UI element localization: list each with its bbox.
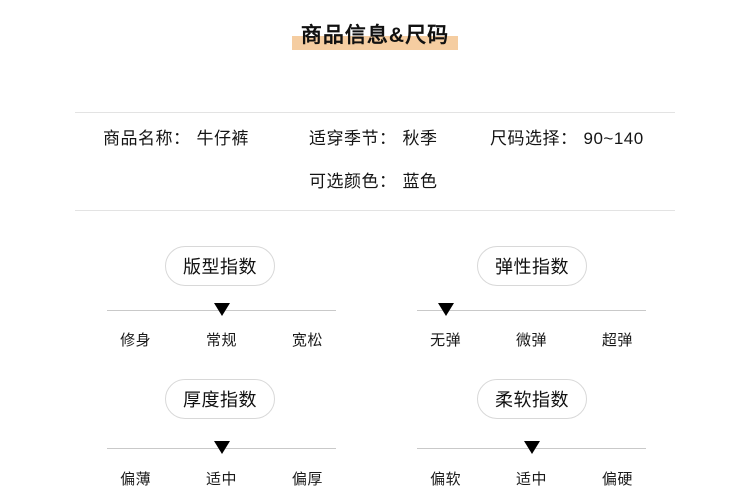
option-label: 偏厚 xyxy=(291,471,323,488)
marker-triangle-icon xyxy=(523,441,540,454)
index-pill-thickness: 厚度指数 xyxy=(165,379,275,419)
option-label: 微弹 xyxy=(515,332,548,349)
option-label: 超弹 xyxy=(601,332,633,349)
option-label: 无弹 xyxy=(430,332,462,349)
marker-triangle-icon xyxy=(213,303,230,316)
field-value: 90~140 xyxy=(583,129,644,148)
option-label: 宽松 xyxy=(291,332,323,349)
elasticity-options: 无弹 微弹 超弹 xyxy=(417,329,646,349)
index-pill-softness: 柔软指数 xyxy=(477,379,587,419)
field-size-range: 尺码选择： 90~140 xyxy=(490,129,644,149)
option-label: 偏硬 xyxy=(601,471,633,488)
field-value: 秋季 xyxy=(402,129,438,148)
field-label: 可选颜色 xyxy=(309,172,379,191)
field-value: 牛仔裤 xyxy=(196,129,249,148)
field-separator: ： xyxy=(379,129,397,148)
thickness-options: 偏薄 适中 偏厚 xyxy=(107,468,336,488)
divider-top xyxy=(75,112,675,113)
option-label: 适中 xyxy=(515,471,548,488)
index-pill-label: 版型指数 xyxy=(183,257,257,277)
field-label: 适穿季节 xyxy=(309,129,379,148)
field-label: 商品名称 xyxy=(103,129,173,148)
fit-options: 修身 常规 宽松 xyxy=(107,329,336,349)
index-pill-label: 厚度指数 xyxy=(183,390,257,410)
elasticity-scale xyxy=(417,303,646,316)
field-separator: ： xyxy=(173,129,191,148)
index-pill-label: 弹性指数 xyxy=(495,257,569,277)
field-product-name: 商品名称： 牛仔裤 xyxy=(103,129,249,149)
field-separator: ： xyxy=(379,172,397,191)
softness-scale xyxy=(417,441,646,454)
fit-scale xyxy=(107,303,336,316)
section-title: 商品信息&尺码 xyxy=(291,24,459,50)
option-label: 修身 xyxy=(120,332,152,349)
softness-options: 偏软 适中 偏硬 xyxy=(417,468,646,488)
index-pill-elasticity: 弹性指数 xyxy=(477,246,587,286)
option-label: 常规 xyxy=(205,332,238,349)
marker-triangle-icon xyxy=(437,303,454,316)
page-title: 商品信息&尺码 xyxy=(300,24,450,47)
thickness-scale xyxy=(107,441,336,454)
index-pill-label: 柔软指数 xyxy=(495,390,569,410)
index-pill-fit: 版型指数 xyxy=(165,246,275,286)
option-label: 偏薄 xyxy=(120,471,152,488)
field-separator: ： xyxy=(560,129,578,148)
field-color: 可选颜色： 蓝色 xyxy=(309,172,438,192)
marker-triangle-icon xyxy=(213,441,230,454)
title-highlight-bar xyxy=(291,36,459,50)
field-season: 适穿季节： 秋季 xyxy=(309,129,438,149)
field-label: 尺码选择 xyxy=(490,129,560,148)
divider-bottom xyxy=(75,210,675,211)
option-label: 偏软 xyxy=(430,471,462,488)
option-label: 适中 xyxy=(205,471,238,488)
title-row: 商品信息&尺码 xyxy=(0,24,750,50)
field-value: 蓝色 xyxy=(402,172,438,191)
